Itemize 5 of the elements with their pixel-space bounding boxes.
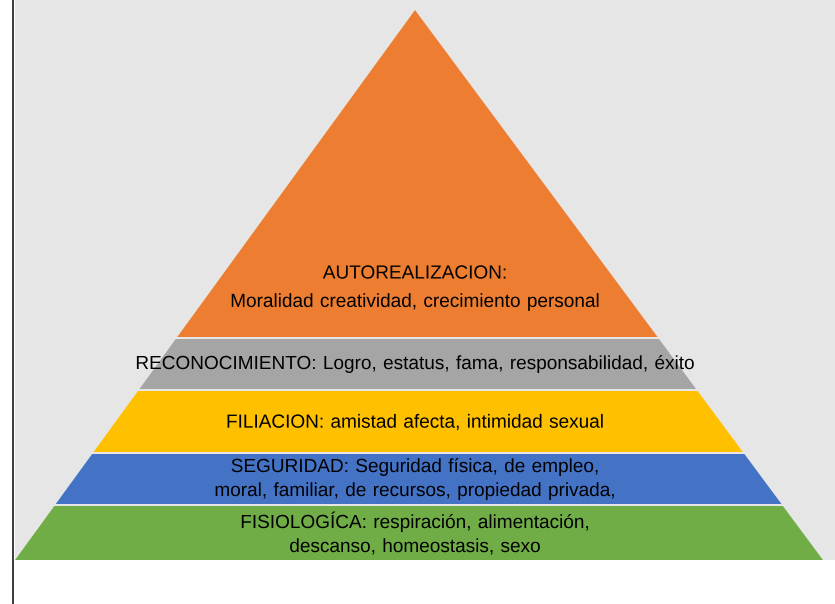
pyramid-level: AUTOREALIZACION: Moralidad creatividad, crecimiento personal — [177, 10, 658, 337]
pyramid-level: RECONOCIMIENTO: Logro, estatus, fama, responsabilidad, éxito — [136, 339, 696, 389]
pyramid-level: SEGURIDAD: Seguridad física, de empleo, moral, familiar, de recursos, propiedad privada, — [56, 454, 782, 504]
pyramid-level: FISIOLOGÍCA: respiración, alimentación, descanso, homeostasis, sexo — [15, 506, 823, 560]
pyramid-level: FILIACION: amistad afecta, intimidad sexual — [94, 391, 743, 452]
